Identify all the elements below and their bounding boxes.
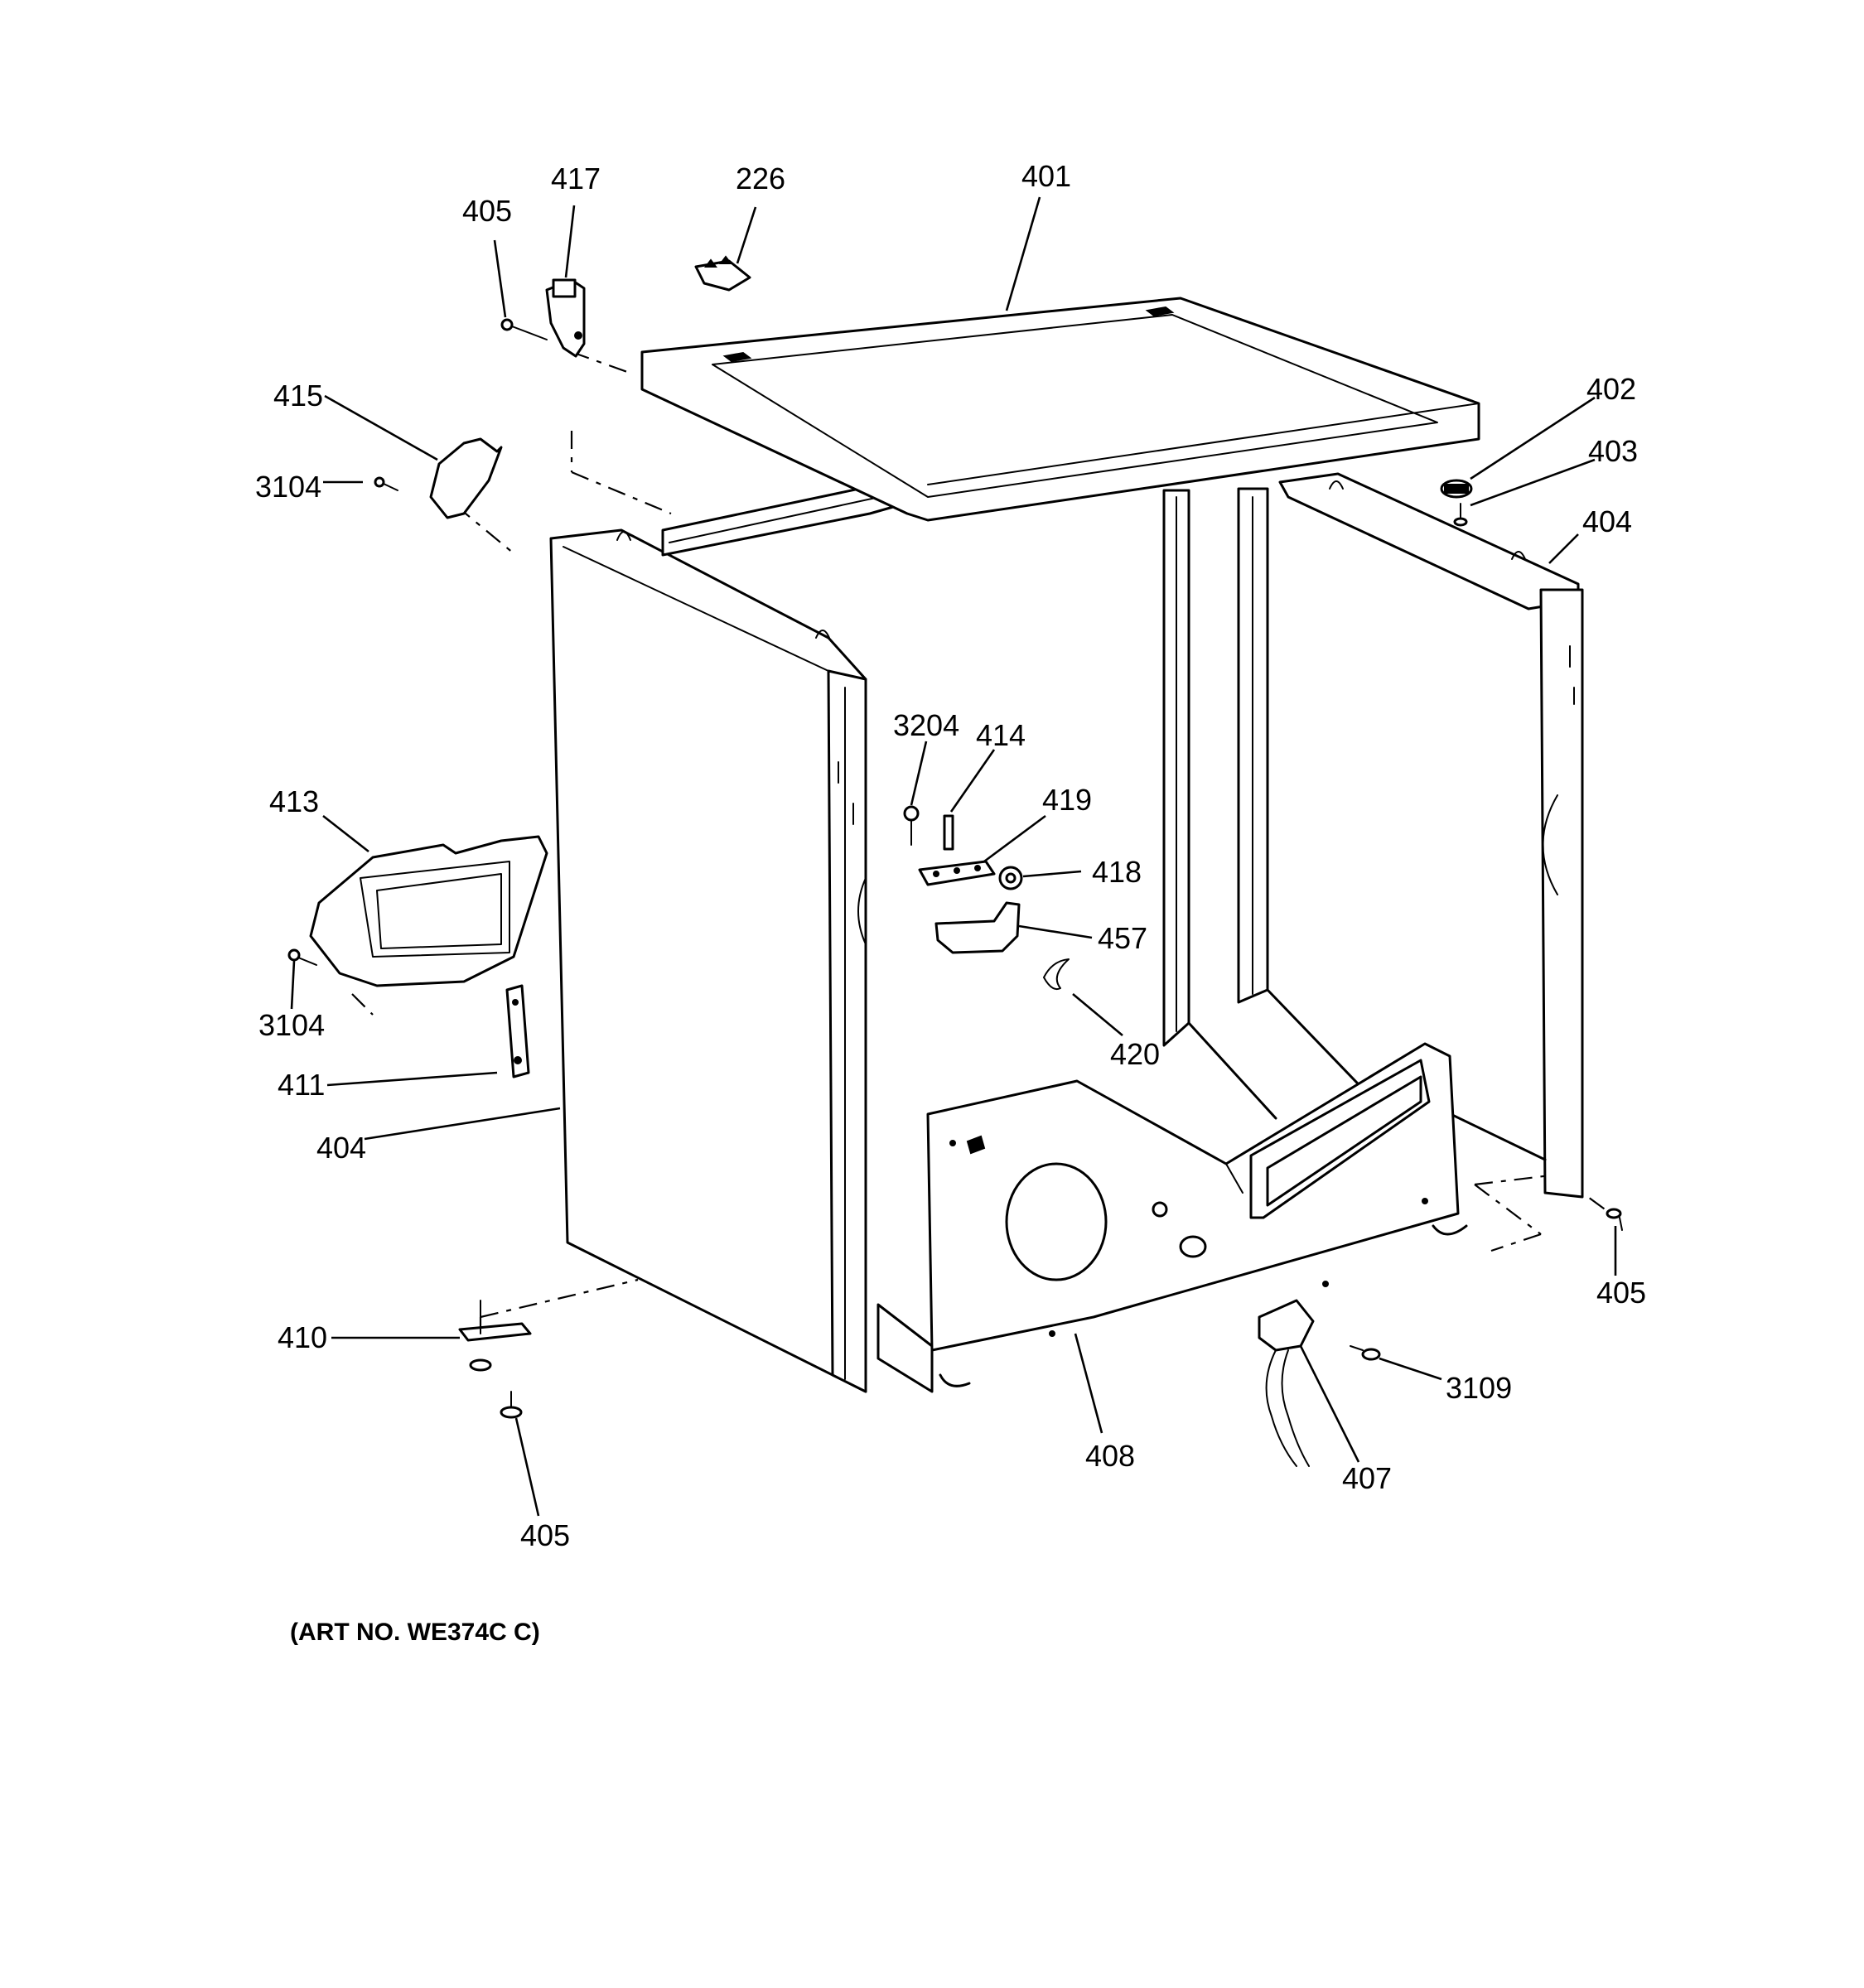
part-405-screw-top [500,318,548,340]
part-417-bracket [545,278,586,358]
cabinet-top [640,297,1480,522]
callout-401: 401 [1021,159,1071,193]
part-403-screw [1453,503,1468,527]
part-413-access-panel [309,835,548,987]
part-3104-screw-bottom [287,948,317,966]
callout-3204: 3204 [893,708,959,742]
callout-labels: 405 417 226 401 415 3104 402 403 404 320… [255,159,1646,1552]
callout-420: 420 [1110,1037,1160,1071]
callout-411: 411 [278,1068,325,1102]
callout-418: 418 [1092,855,1142,889]
callout-3104-top: 3104 [255,470,321,504]
callout-3109: 3109 [1446,1371,1512,1405]
part-414-pin [943,814,954,851]
part-457-bracket [934,901,1021,954]
part-418-nut [998,866,1023,890]
part-420-clip [1043,958,1070,991]
part-3204-screw [903,805,920,846]
part-411-strap [505,984,530,1078]
callout-417: 417 [551,162,601,195]
callout-404-left: 404 [316,1131,366,1165]
callout-419: 419 [1042,783,1092,817]
part-3104-screw-top [374,476,398,491]
callout-405-bottom: 405 [520,1518,570,1552]
leader-lines [290,196,1617,1517]
callout-407: 407 [1342,1461,1392,1495]
part-3109-screw [1350,1345,1381,1361]
part-407-cord [1258,1299,1315,1467]
callout-408: 408 [1085,1439,1135,1473]
front-base-panel [876,1042,1468,1393]
part-415-cover [429,437,503,519]
left-side-panel [549,528,867,1393]
callout-405-right: 405 [1596,1276,1646,1310]
art-number: (ART NO. WE374C C) [290,1619,540,1646]
callout-414: 414 [976,718,1026,752]
part-419-terminal-block [918,860,996,886]
callout-3104-bottom: 3104 [258,1008,325,1042]
part-405-screw-bottom [500,1391,523,1419]
part-226-clip [694,255,751,292]
part-410-leg [458,1300,532,1372]
callout-226: 226 [736,162,785,195]
callout-405-top: 405 [462,194,512,228]
part-405-screw-right [1606,1208,1623,1231]
callout-413: 413 [269,784,319,818]
callout-415: 415 [273,379,323,413]
right-side-panel [1278,472,1584,1199]
callout-403: 403 [1588,434,1638,468]
callout-402: 402 [1586,372,1636,406]
part-402-bumper [1440,479,1473,499]
callout-410: 410 [278,1320,327,1354]
callout-457: 457 [1098,921,1147,955]
rear-frame [661,479,1427,1157]
callout-404-right: 404 [1582,504,1632,538]
